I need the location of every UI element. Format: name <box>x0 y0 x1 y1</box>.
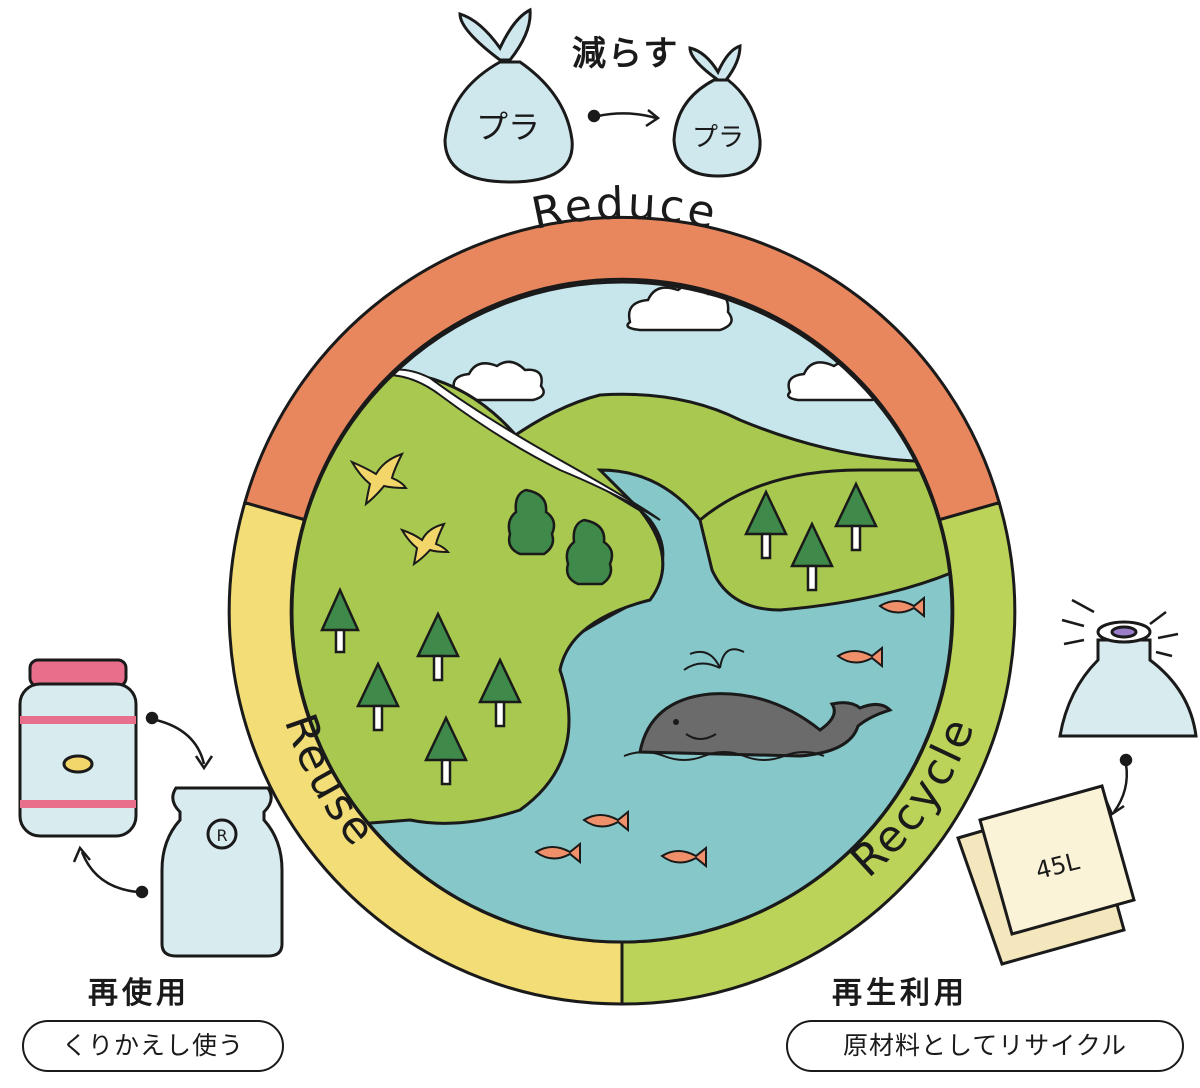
sparkle-icon <box>1061 598 1179 658</box>
small-bag-icon <box>672 43 762 178</box>
bird-icon <box>399 522 451 567</box>
reuse-pill: くりかえし使う <box>22 1020 284 1072</box>
large-bag-icon <box>443 7 574 184</box>
fish-icon <box>582 809 629 833</box>
fish-icon <box>534 841 581 865</box>
bird-icon <box>349 452 408 507</box>
bag-label-left: プラ <box>476 108 540 146</box>
snow-ridge <box>359 368 661 521</box>
tree-icon <box>320 586 360 654</box>
curved-arrow-icon <box>145 711 214 771</box>
tree-icon <box>416 611 460 682</box>
fish-icon <box>878 595 925 619</box>
tree-icon <box>790 521 834 592</box>
reduce-ring-segment <box>242 215 1002 522</box>
tree-icon <box>424 715 468 786</box>
tree-icon <box>744 489 788 560</box>
bag-label-right: プラ <box>692 123 744 153</box>
whale-icon <box>623 648 893 761</box>
jar-icon <box>160 786 284 958</box>
tree-icon <box>356 661 400 732</box>
fish-icon <box>660 845 707 869</box>
tree-icon <box>478 657 522 728</box>
jar-icon <box>18 658 138 838</box>
inner-circle-outline <box>290 280 954 944</box>
bush-tree-icon <box>507 488 556 556</box>
recycle-caption: 再生利用 <box>832 976 968 1011</box>
arrow-icon <box>587 109 661 128</box>
tree-icon <box>834 481 878 552</box>
bush-tree-icon <box>565 518 614 586</box>
bottle-icon <box>1058 620 1198 738</box>
curved-arrow-icon <box>1104 753 1133 816</box>
garbage-bag-icon <box>956 784 1136 966</box>
recycle-pill: 原材料としてリサイクル <box>786 1020 1184 1072</box>
reuse-caption: 再使用 <box>88 976 190 1011</box>
reduce-caption: 減らす <box>572 34 680 74</box>
fish-icon <box>836 645 883 669</box>
landscape <box>292 282 952 942</box>
ring <box>227 215 1017 1006</box>
reuse-mark-icon: R <box>216 826 227 845</box>
curved-arrow-icon <box>72 845 149 899</box>
